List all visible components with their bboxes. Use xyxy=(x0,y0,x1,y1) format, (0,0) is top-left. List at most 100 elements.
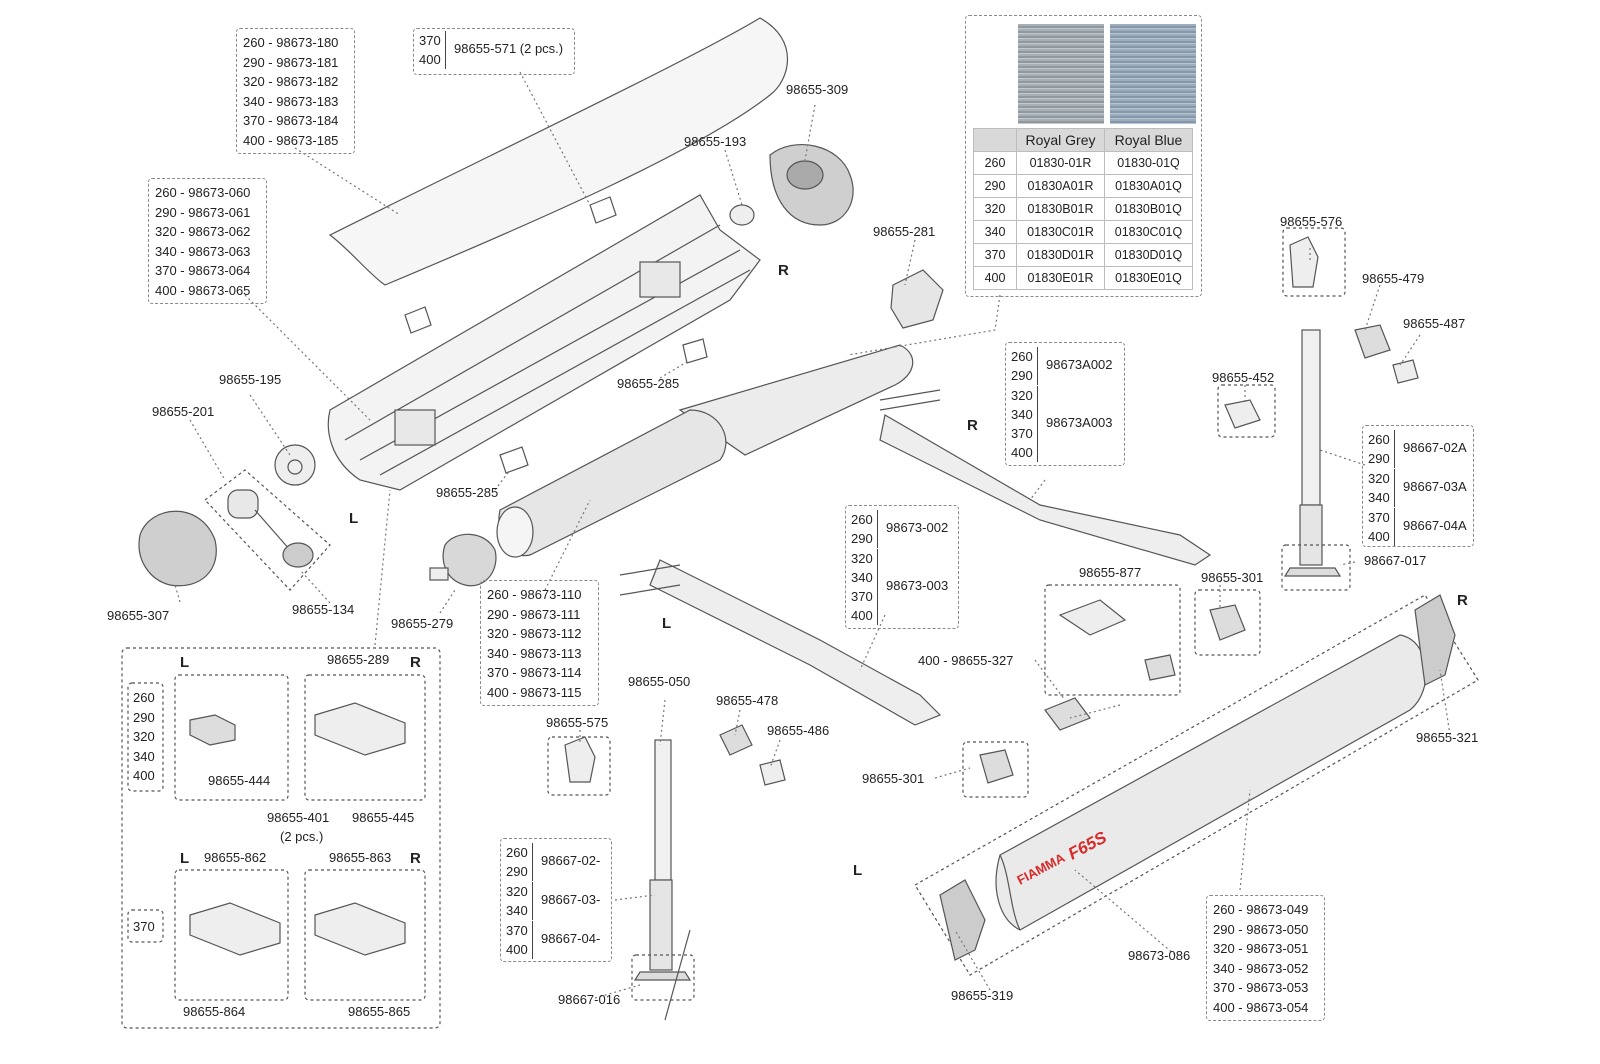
bracket-part xyxy=(1289,236,1319,288)
clip-part xyxy=(404,306,432,334)
box-301b xyxy=(962,741,1029,798)
box-017 xyxy=(1281,544,1351,591)
box-201 xyxy=(204,469,331,591)
bracket-part xyxy=(564,736,596,783)
part-label: 98655-452 xyxy=(1212,370,1275,385)
part-label: 98655-285 xyxy=(436,485,499,500)
roller-plug-part xyxy=(442,533,497,587)
part-label: 98667-017 xyxy=(1364,553,1427,568)
part-label: 98655-281 xyxy=(873,224,936,239)
part-label: 98655-862 xyxy=(204,850,267,865)
slider-part xyxy=(639,261,681,298)
bracket-part xyxy=(1224,399,1261,429)
part-label: 98655-321 xyxy=(1416,730,1479,745)
leg-l-code-a: 98667-02- xyxy=(541,853,601,868)
bracket-part xyxy=(1044,697,1091,731)
front-endcap-part xyxy=(939,879,986,961)
box-301a xyxy=(1194,589,1261,656)
arm-r-code-b: 98673A003 xyxy=(1046,415,1113,430)
fabric-box xyxy=(965,15,1202,297)
bracket-part xyxy=(1354,324,1391,359)
clip-part xyxy=(682,338,708,364)
clip-part xyxy=(499,446,529,474)
leg-l-code-c: 98667-04- xyxy=(541,931,601,946)
front-endcap-part xyxy=(1414,594,1456,686)
side-r-marker: R xyxy=(1457,592,1468,609)
slider-part xyxy=(394,409,436,446)
part-label: 98655-285 xyxy=(617,376,680,391)
left-leg-part xyxy=(654,739,672,881)
part-label: 98655-050 xyxy=(628,674,691,689)
top-cover-part xyxy=(328,17,788,286)
part-label: 98655-401 xyxy=(267,810,330,825)
part-label: 98655-193 xyxy=(684,134,747,149)
box-575 xyxy=(547,736,611,796)
leg-r-code-b: 98667-03A xyxy=(1403,479,1467,494)
swatch-royal-blue xyxy=(1110,24,1196,124)
end-plate-part xyxy=(274,444,316,486)
side-r-marker: R xyxy=(967,417,978,434)
swatch-royal-grey xyxy=(1018,24,1104,124)
side-l-marker: L xyxy=(662,615,672,632)
leg-r-box xyxy=(1362,425,1474,547)
part-label: 98655-487 xyxy=(1403,316,1466,331)
part-label: 98655-301 xyxy=(862,771,925,786)
leg-l-box xyxy=(500,838,612,962)
part-label: 98655-575 xyxy=(546,715,609,730)
part-label: 98655-309 xyxy=(786,82,849,97)
part-label: 98655-865 xyxy=(348,1004,411,1019)
fabric-part xyxy=(678,344,914,456)
part-label: 98655-307 xyxy=(107,608,170,623)
side-r-marker: R xyxy=(410,654,421,671)
part-label: 98655-479 xyxy=(1362,271,1425,286)
side-l-marker: L xyxy=(180,850,190,867)
right-arm-part xyxy=(879,414,1212,566)
part-label: 98655-134 xyxy=(292,602,355,617)
side-l-marker: L xyxy=(349,510,359,527)
part-label: 98655-478 xyxy=(716,693,779,708)
part-label: 98655-279 xyxy=(391,616,454,631)
arm-r-code-a: 98673A002 xyxy=(1046,357,1113,372)
roller-end-part xyxy=(890,269,944,329)
part-label: 98655-576 xyxy=(1280,214,1343,229)
inset-size-370: 370 xyxy=(133,919,155,934)
part-label: 400 - 98655-327 xyxy=(918,653,1014,668)
leg-r-code-a: 98667-02A xyxy=(1403,440,1467,455)
roller-list-box xyxy=(480,580,599,706)
bracket-part xyxy=(1392,359,1419,384)
leg-r-code-c: 98667-04A xyxy=(1403,518,1467,533)
part-label: 98655-195 xyxy=(219,372,282,387)
inset-box xyxy=(121,647,441,1029)
part-label: 98673-086 xyxy=(1128,948,1191,963)
cover-list-box xyxy=(236,28,355,154)
side-l-marker: L xyxy=(180,654,190,671)
part-label: 98655-289 xyxy=(327,652,390,667)
front-list-box xyxy=(1206,895,1325,1021)
side-r-marker: R xyxy=(410,850,421,867)
part-label: 98655-486 xyxy=(767,723,830,738)
part-label: 98655-319 xyxy=(951,988,1014,1003)
box-016 xyxy=(631,954,695,1001)
bracket-part xyxy=(759,759,786,786)
box-576 xyxy=(1282,227,1346,297)
part-label: 98655-445 xyxy=(352,810,415,825)
box-452 xyxy=(1217,384,1276,438)
leg-l-code-b: 98667-03- xyxy=(541,892,601,907)
arm-l-box xyxy=(845,505,959,629)
cassette-list-box xyxy=(148,178,267,304)
